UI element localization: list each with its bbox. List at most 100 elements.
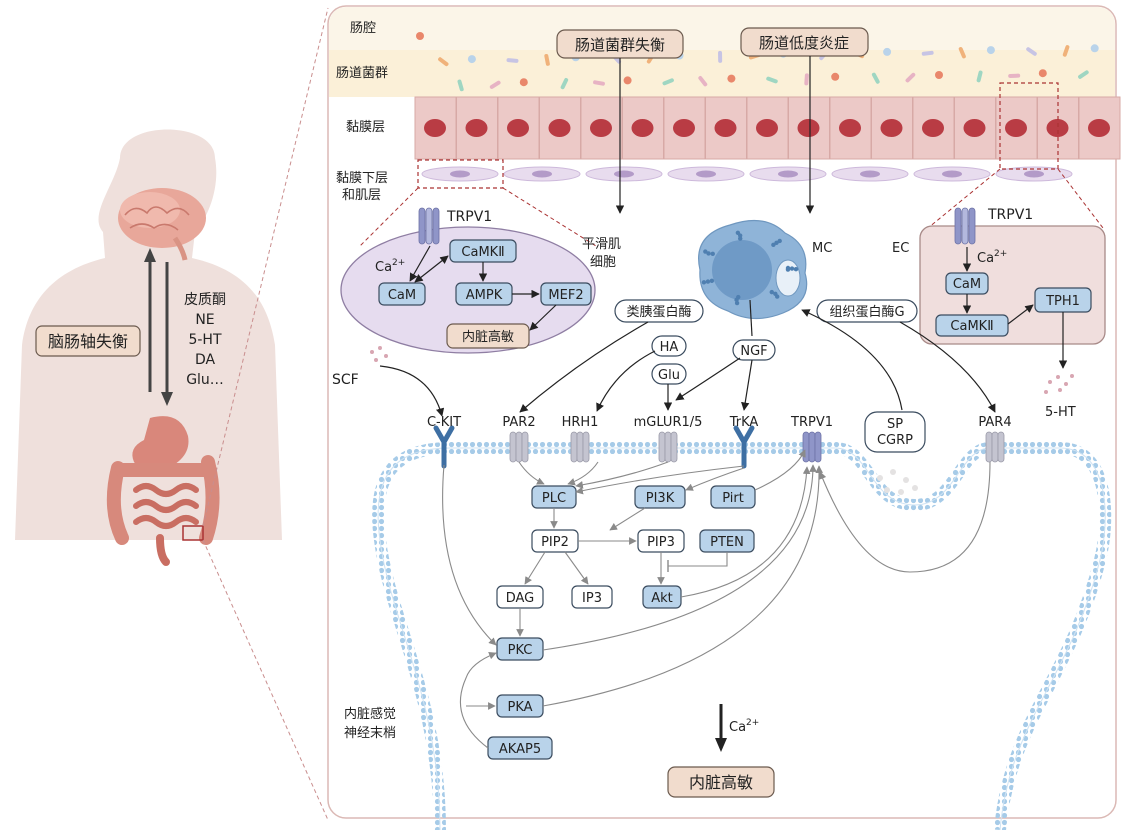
nucleus (860, 170, 880, 178)
pka-node: PKA (496, 694, 544, 718)
serotonin-dots (1044, 374, 1074, 394)
axis-label: 脑肠轴失衡 (35, 325, 141, 357)
nucleus (756, 119, 778, 137)
svg-text:MC: MC (812, 241, 832, 256)
tryptase-label: 类胰蛋白酶 (614, 299, 704, 323)
nucleus (465, 119, 488, 137)
svg-text:肠道低度炎症: 肠道低度炎症 (759, 34, 849, 52)
bacterium (560, 78, 569, 90)
svg-text:肠道菌群失衡: 肠道菌群失衡 (575, 36, 665, 54)
bacterium (698, 76, 708, 87)
mediator-item: NE (195, 312, 214, 328)
epithelial-cell (912, 96, 955, 160)
nucleus (450, 170, 470, 178)
ha-label: HA (651, 335, 687, 357)
bacterium (718, 50, 723, 63)
svg-text:DAG: DAG (506, 591, 535, 606)
nucleus (1088, 119, 1110, 137)
nucleus (614, 170, 634, 178)
nucleus (507, 119, 529, 137)
nucleus (880, 119, 903, 137)
pip2-node: PIP2 (531, 529, 579, 553)
bacterium (958, 47, 966, 59)
dag-node: DAG (496, 585, 544, 609)
sm-trpv1-label: TRPV1 (446, 209, 492, 225)
ec-trpv1-label: TRPV1 (987, 207, 1033, 223)
sm-ca-label: Ca2+ (375, 258, 405, 275)
sm-camk2-node: CaMKⅡ (449, 239, 517, 263)
receptor-mglur1-5: mGLUR1/5 (634, 415, 702, 463)
svg-text:PKA: PKA (507, 700, 532, 715)
bacterium (593, 80, 605, 86)
ec-camk2-node: CaMKⅡ (935, 314, 1009, 337)
receptor-label: HRH1 (562, 415, 599, 430)
label-submucosa-2: 和肌层 (342, 188, 381, 203)
bacterium (544, 53, 550, 66)
ec-trpv1-channel-icon (954, 207, 976, 245)
svg-text:TPH1: TPH1 (1045, 294, 1080, 309)
bacterium (519, 78, 528, 87)
sm-result-node: 内脏高敏 (446, 323, 530, 349)
bacterium (871, 72, 880, 84)
mediator-item: DA (195, 352, 216, 368)
body-panel: 脑肠轴失衡 皮质酮NE5-HTDAGlu… (2, 7, 329, 821)
brain-gut-arrow (144, 248, 173, 406)
nucleus (797, 119, 820, 137)
bacterium (905, 72, 916, 83)
sp-cgrp-label: SP CGRP (864, 411, 926, 453)
sm-ampk-node: AMPK (455, 282, 513, 306)
pi3k-node: PI3K (634, 485, 686, 509)
bacterium (986, 46, 995, 55)
pirt-node: Pirt (710, 485, 756, 509)
ip3-node: IP3 (571, 585, 613, 609)
svg-text:HA: HA (660, 340, 679, 355)
bacterium (467, 55, 476, 64)
bacterium (831, 72, 840, 81)
nucleus (424, 119, 446, 137)
bacterium (489, 80, 501, 89)
svg-text:CGRP: CGRP (877, 433, 913, 448)
glu-label: Glu (651, 363, 687, 385)
bacterium (804, 73, 809, 86)
svg-text:脑肠轴失衡: 脑肠轴失衡 (48, 332, 128, 351)
outcome-node: 内脏高敏 (667, 766, 775, 798)
svg-text:CaM: CaM (953, 277, 981, 292)
nucleus (922, 119, 944, 137)
svg-text:Pirt: Pirt (722, 491, 744, 506)
svg-text:CaMKⅡ: CaMKⅡ (950, 319, 993, 334)
plc-node: PLC (531, 485, 577, 509)
mast-cell: MC (698, 219, 832, 320)
submucosa-cells (421, 166, 1073, 182)
svg-text:MEF2: MEF2 (548, 288, 583, 303)
sm-cam-node: CaM (378, 282, 426, 306)
ec-cam-node: CaM (945, 272, 989, 295)
receptor-label: TrKA (729, 415, 759, 430)
ca-influx-arrow (715, 704, 727, 752)
nerve-label-2: 神经末梢 (344, 726, 396, 741)
svg-text:类胰蛋白酶: 类胰蛋白酶 (626, 304, 691, 320)
ec-tph1-node: TPH1 (1034, 287, 1092, 313)
svg-text:Glu: Glu (658, 368, 680, 383)
mucosa-epithelium (414, 96, 1121, 160)
bacterium (1026, 47, 1037, 56)
svg-text:内脏高敏: 内脏高敏 (689, 773, 753, 792)
mediator-item: 5-HT (188, 332, 221, 348)
pten-node: PTEN (699, 529, 755, 553)
ec-ca-label: Ca2+ (977, 249, 1007, 266)
receptor-trka: TrKA (729, 415, 759, 469)
svg-text:IP3: IP3 (582, 591, 602, 606)
receptor-c-kit: C-KIT (427, 415, 461, 469)
svg-text:PIP3: PIP3 (647, 535, 675, 550)
label-submucosa-1: 黏膜下层 (336, 170, 388, 186)
bacterium (766, 76, 778, 84)
brain-icon (118, 188, 206, 261)
bacterium (935, 71, 943, 79)
svg-text:NGF: NGF (740, 344, 767, 359)
svg-text:EC: EC (892, 241, 909, 256)
nucleus (963, 119, 986, 137)
nucleus (1005, 119, 1027, 137)
svg-text:组织蛋白酶G: 组织蛋白酶G (829, 304, 904, 320)
receptor-label: TRPV1 (790, 415, 833, 430)
mediator-item: 皮质酮 (184, 292, 226, 308)
receptor-par4: PAR4 (978, 415, 1012, 463)
